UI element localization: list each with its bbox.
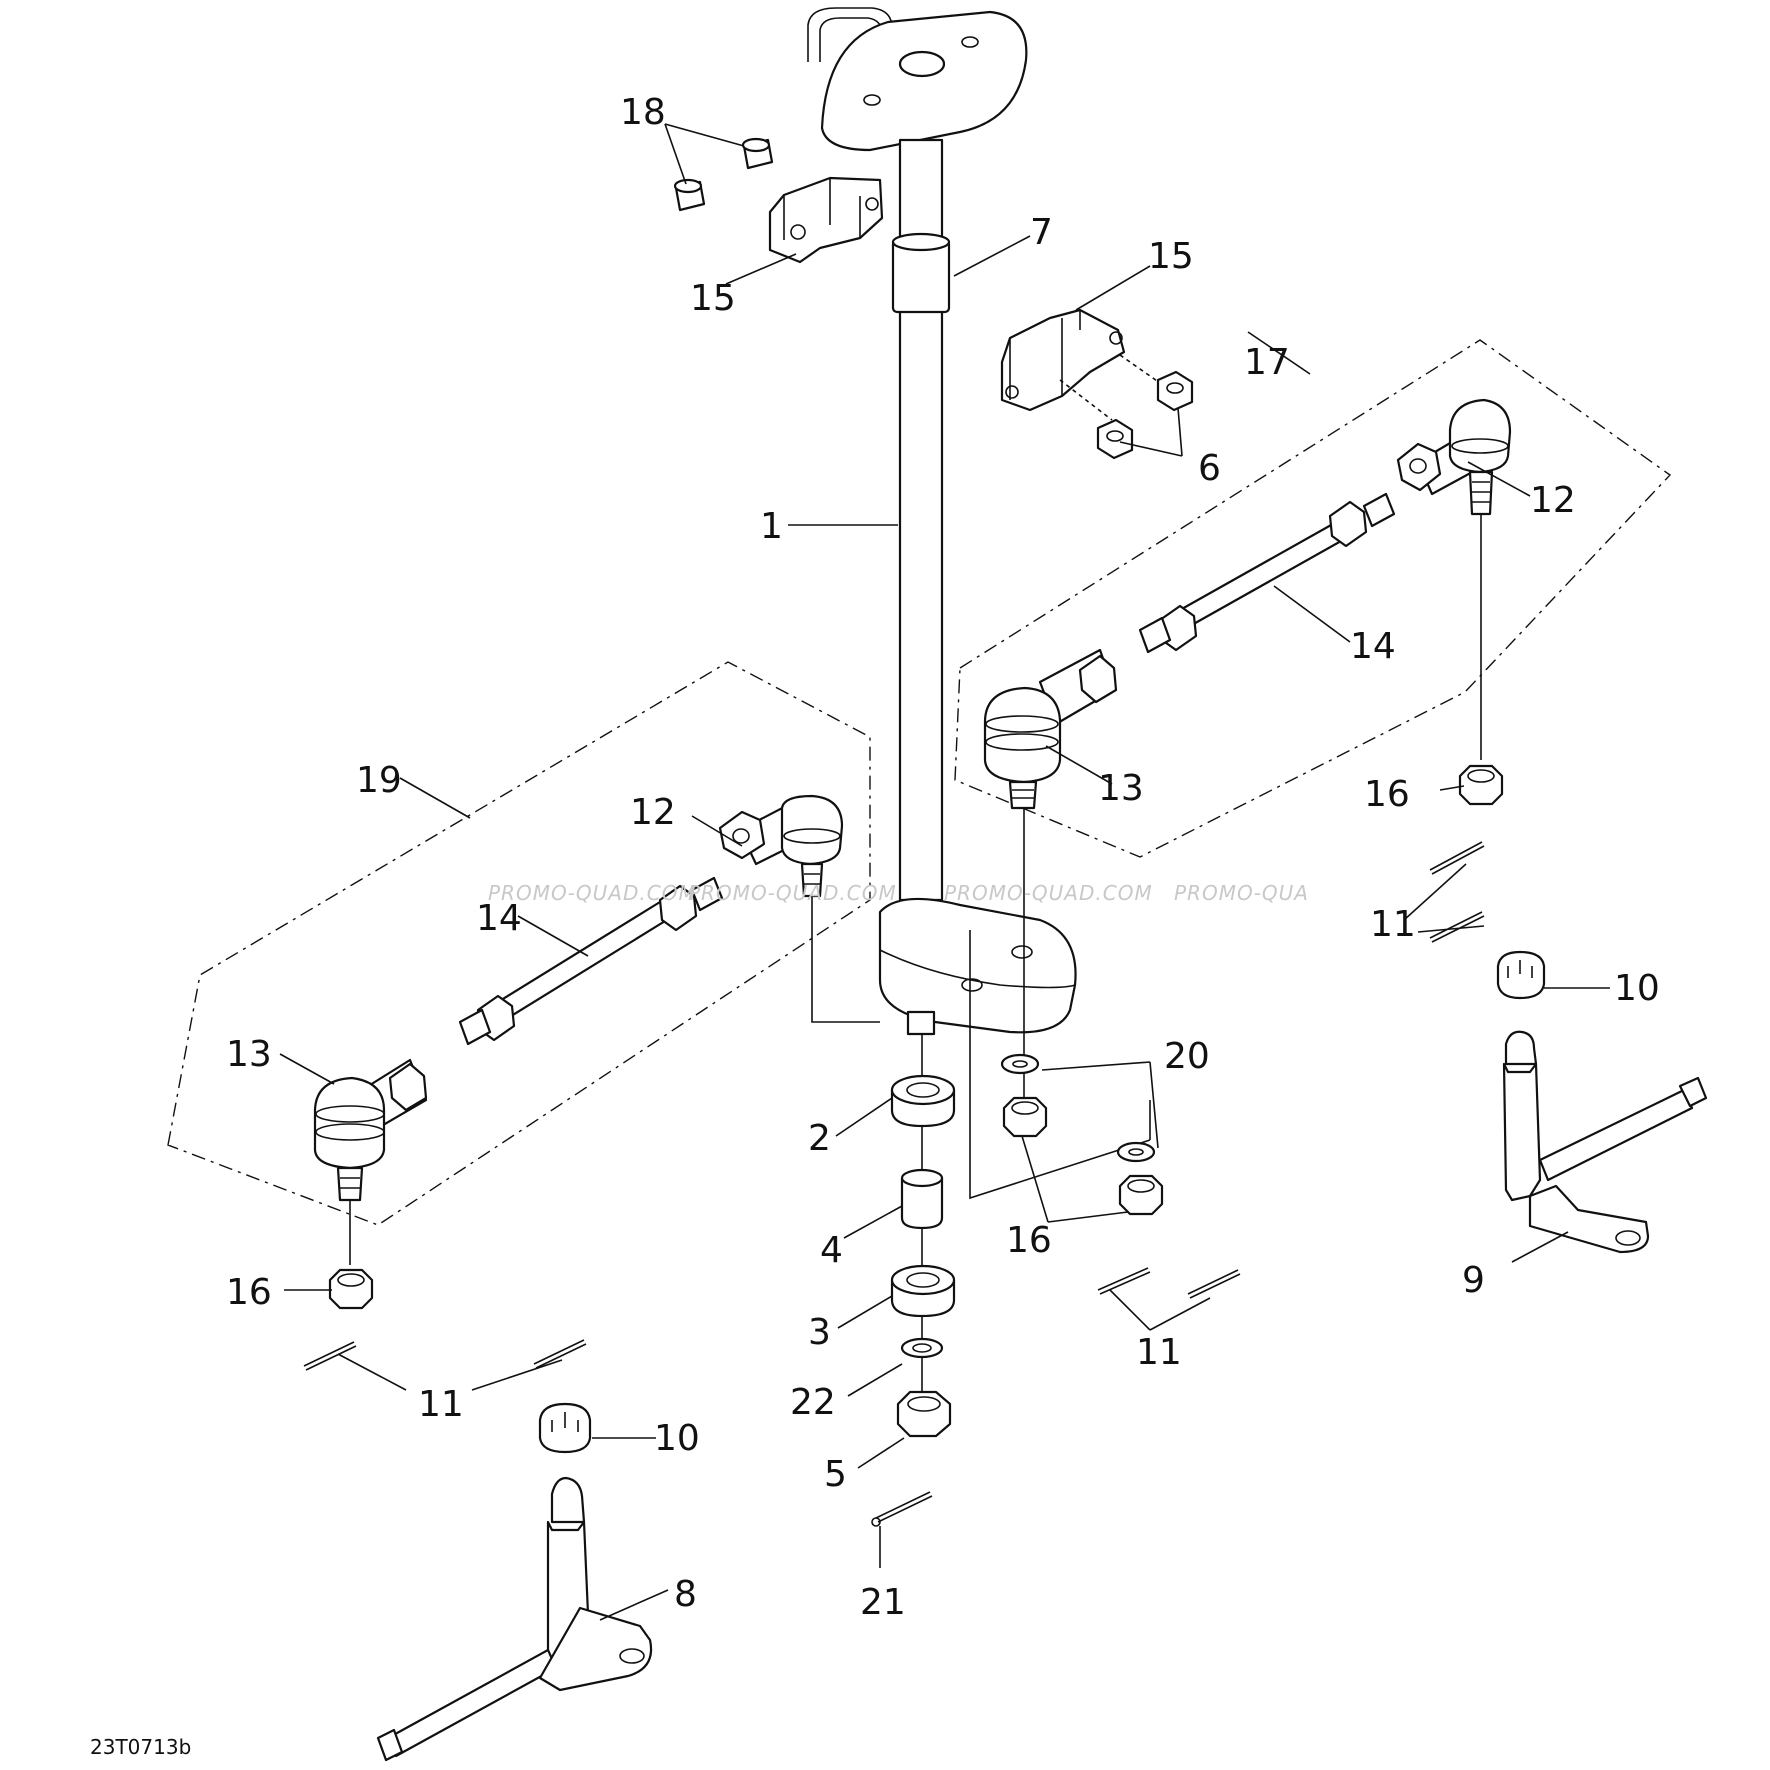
spacers-18 xyxy=(673,137,774,212)
callout-16-center: 16 xyxy=(1006,1220,1052,1261)
callout-labels: 18 7 15 15 17 6 12 1 14 13 16 19 12 14 1… xyxy=(226,92,1660,1623)
steering-column xyxy=(807,7,1077,1036)
nut-5 xyxy=(896,1390,952,1438)
callout-17: 17 xyxy=(1244,342,1290,383)
top-plate xyxy=(820,10,1028,152)
callout-8: 8 xyxy=(674,1574,697,1615)
nut-16-right xyxy=(1458,764,1504,806)
clamp-15-left xyxy=(768,176,884,264)
ball-joint-12-right xyxy=(1448,398,1512,474)
callout-11-left: 11 xyxy=(418,1384,464,1425)
callout-12-left: 12 xyxy=(630,792,676,833)
watermark-3: PROMO-QUAD.COM xyxy=(944,881,1153,905)
ball-joint-13-left xyxy=(313,1076,386,1170)
ball-joint-12-left xyxy=(780,794,844,866)
callout-18: 18 xyxy=(620,92,666,133)
knuckle-9 xyxy=(1502,1030,1708,1254)
callout-21: 21 xyxy=(860,1582,906,1623)
spacer-4 xyxy=(900,1168,944,1230)
cotter-pins-11-left xyxy=(303,1339,587,1371)
bearing-3 xyxy=(890,1264,956,1318)
ball-joint-13-right xyxy=(983,686,1062,784)
watermark-2: PROMO-QUAD.COM xyxy=(688,881,897,905)
callout-22: 22 xyxy=(790,1382,836,1423)
callout-16-right: 16 xyxy=(1364,774,1410,815)
tie-rod-assembly-19 xyxy=(313,794,844,1202)
cotter-pin-21 xyxy=(871,1491,933,1527)
castle-nut-10-left xyxy=(538,1402,592,1454)
callout-11-right: 11 xyxy=(1370,904,1416,945)
bearing-2 xyxy=(890,1074,956,1128)
nuts-6 xyxy=(1096,370,1194,460)
watermark-4: PROMO-QUA xyxy=(1174,881,1309,905)
callout-20: 20 xyxy=(1164,1036,1210,1077)
callout-10-left: 10 xyxy=(654,1418,700,1459)
callout-16-left: 16 xyxy=(226,1272,272,1313)
callout-14-right: 14 xyxy=(1350,626,1396,667)
callout-15-right: 15 xyxy=(1148,236,1194,277)
callout-6: 6 xyxy=(1198,448,1221,489)
callout-7: 7 xyxy=(1030,212,1053,253)
diagram-reference-code: 23T0713b xyxy=(90,1735,191,1759)
castle-nut-10-right xyxy=(1496,950,1546,1000)
callout-11-center: 11 xyxy=(1136,1332,1182,1373)
callout-13-left: 13 xyxy=(226,1034,272,1075)
callout-1: 1 xyxy=(760,506,783,547)
watermark-1: PROMO-QUAD.COM xyxy=(488,881,697,905)
nuts-16-center xyxy=(1002,1096,1164,1216)
tie-rod-assembly-17 xyxy=(983,398,1512,810)
callout-12-right: 12 xyxy=(1530,480,1576,521)
cotter-pins-11-center xyxy=(1097,1267,1241,1299)
washers-20 xyxy=(1000,1053,1156,1163)
callout-19: 19 xyxy=(356,760,402,801)
top-plate-hole xyxy=(898,50,946,78)
callout-15-left: 15 xyxy=(690,278,736,319)
handlebar-loop xyxy=(807,7,893,62)
leader-lines xyxy=(279,123,1610,1621)
assembly-17-outline xyxy=(954,339,1672,858)
callout-5: 5 xyxy=(824,1454,847,1495)
callout-3: 3 xyxy=(808,1312,831,1353)
nut-16-left xyxy=(328,1268,374,1310)
washer-22 xyxy=(900,1337,944,1359)
knuckle-8 xyxy=(376,1476,653,1762)
callout-10-right: 10 xyxy=(1614,968,1660,1009)
clamp-15-right xyxy=(1000,308,1171,421)
callout-14-left: 14 xyxy=(476,898,522,939)
callout-2: 2 xyxy=(808,1118,831,1159)
assembly-19-outline xyxy=(167,661,871,1226)
callout-9: 9 xyxy=(1462,1260,1485,1301)
callout-4: 4 xyxy=(820,1230,843,1271)
callout-13-right: 13 xyxy=(1098,768,1144,809)
tie-rod-14-right xyxy=(1178,518,1352,628)
